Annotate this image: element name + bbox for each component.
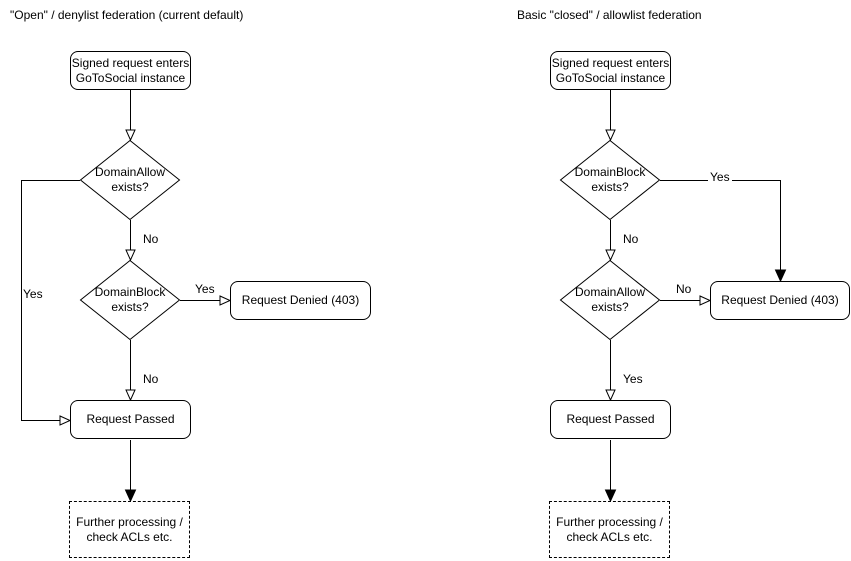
request-passed-node: Request Passed (70, 400, 191, 439)
decision-domainallow: DomainAllow exists? (559, 259, 661, 341)
further-processing-node: Further processing / check ACLs etc. (549, 501, 670, 558)
edge-label-yes: Yes (23, 287, 43, 301)
connector-layer (21, 90, 232, 503)
edge-decision1-yes (660, 180, 787, 283)
start-node: Signed request enters GoToSocial instanc… (70, 51, 191, 90)
diamond-shape (559, 259, 661, 341)
decision-label: DomainAllow exists? (94, 165, 166, 194)
edge-decision1-yes (21, 180, 80, 426)
decision-domainblock: DomainBlock exists? (559, 139, 661, 221)
edge-label-yes: Yes (195, 282, 215, 296)
decision-label: DomainBlock exists? (94, 285, 166, 314)
edge-label-yes: Yes (623, 372, 643, 386)
edge-label-yes: Yes (708, 170, 732, 184)
edge-label-no: No (143, 372, 159, 386)
start-node: Signed request enters GoToSocial instanc… (550, 51, 671, 90)
edge-label-no: No (143, 232, 159, 246)
decision-label: DomainAllow exists? (574, 285, 646, 314)
flowchart-closed-allowlist: Basic "closed" / allowlist federation (480, 0, 851, 561)
edge-label-no: No (676, 282, 692, 296)
request-denied-node: Request Denied (403) (230, 281, 371, 320)
flowchart-open-denylist: "Open" / denylist federation (current de… (0, 0, 400, 561)
edge-label-no: No (623, 232, 639, 246)
diamond-shape (559, 139, 661, 221)
decision-domainallow: DomainAllow exists? (79, 139, 181, 221)
decision-domainblock: DomainBlock exists? (79, 259, 181, 341)
request-denied-node: Request Denied (403) (710, 281, 850, 320)
diamond-shape (79, 259, 181, 341)
request-passed-node: Request Passed (550, 400, 671, 439)
flow-title-open: "Open" / denylist federation (current de… (10, 8, 244, 22)
diamond-shape (79, 139, 181, 221)
connector-layer (604, 90, 787, 503)
decision-label: DomainBlock exists? (574, 165, 646, 194)
further-processing-node: Further processing / check ACLs etc. (69, 501, 190, 558)
flow-title-closed: Basic "closed" / allowlist federation (517, 8, 702, 22)
